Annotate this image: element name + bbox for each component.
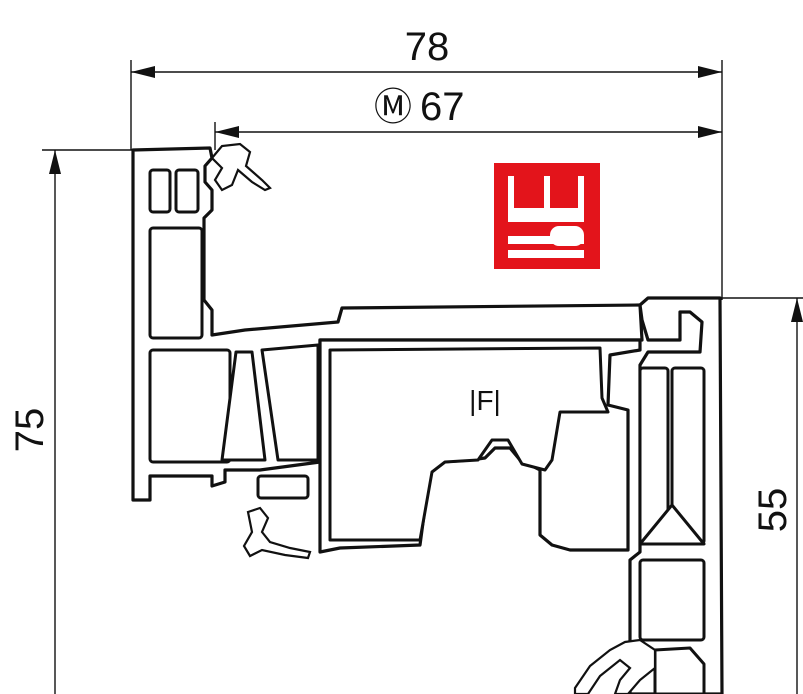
inner-width-symbol: Ⓜ	[374, 87, 412, 129]
dimension-inner-width: Ⓜ 67	[214, 85, 722, 150]
frame-profile	[131, 146, 644, 502]
dimension-overall-height: 75	[8, 149, 200, 694]
section-label: |F|	[469, 385, 501, 416]
frame-bottom-gasket	[242, 506, 312, 560]
sash-height-label: 55	[751, 488, 795, 533]
overall-width-label: 78	[405, 25, 450, 69]
overall-height-label: 75	[8, 408, 52, 453]
dimension-sash-height: 55	[722, 297, 803, 694]
right-sash-profile	[628, 296, 724, 694]
multi-chamber-profile-icon	[508, 176, 584, 258]
inner-width-label: 67	[420, 85, 465, 129]
frame-top-gasket	[210, 142, 272, 192]
sash-profile	[318, 338, 642, 554]
dimension-overall-width: 78	[130, 25, 723, 300]
multi-chamber-badge	[494, 163, 600, 269]
sash-bottom-gasket	[573, 638, 657, 694]
